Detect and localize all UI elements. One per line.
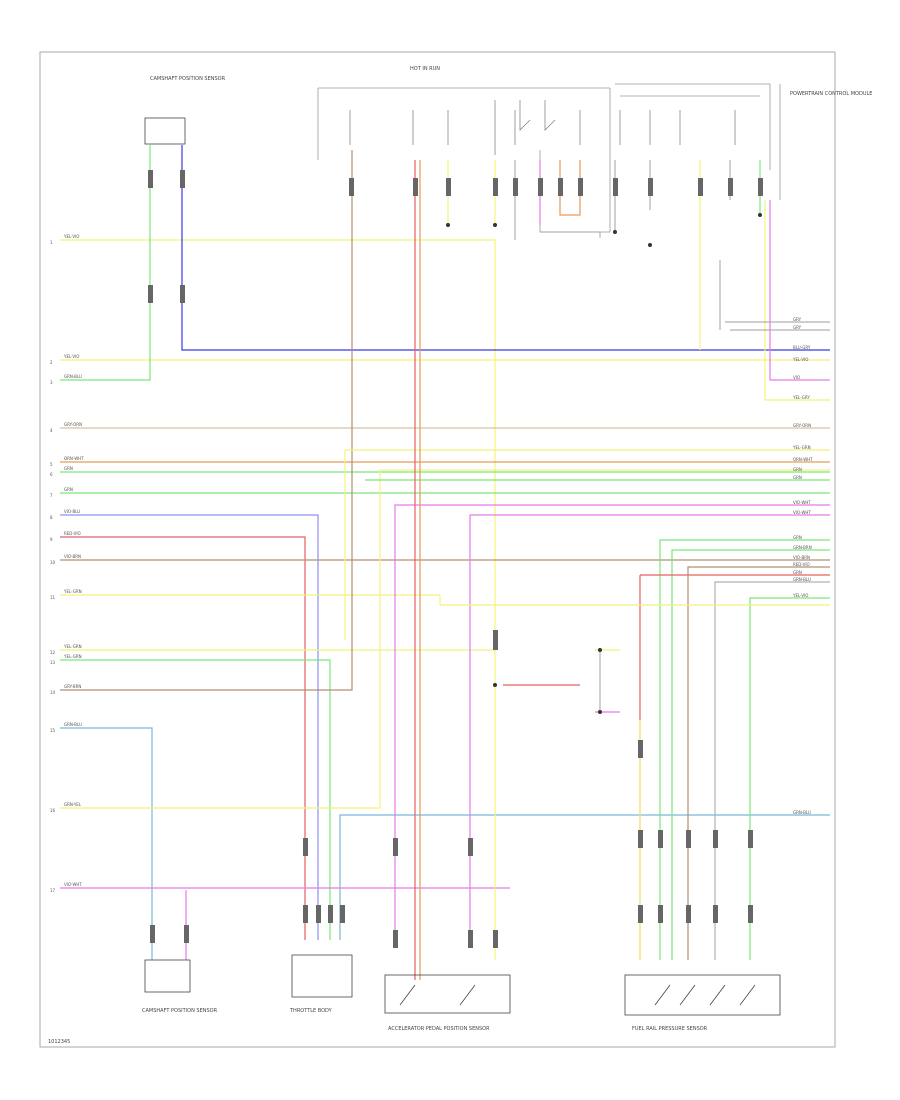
left-pin-number: 16	[50, 808, 56, 813]
left-wire-label: GRN	[64, 487, 73, 492]
left-pin-number: 4	[50, 428, 53, 433]
left-pin-number: 13	[50, 660, 56, 665]
svg-text:THROTTLE BODY: THROTTLE BODY	[289, 1008, 333, 1014]
fuse-block	[317, 83, 781, 238]
bottom-left-sensor: CAMSHAFT POSITION SENSOR	[142, 959, 218, 1014]
pedal-sensor: ACCELERATOR PEDAL POSITION SENSOR	[384, 974, 511, 1032]
left-wire-label: YEL-VIO	[63, 354, 79, 359]
right-wire-label: GRY	[793, 325, 802, 330]
right-wire-label: GRN-BLU	[793, 577, 811, 582]
right-wire-label: GRN-BLU	[793, 810, 811, 815]
right-wire-label: GRN	[793, 570, 802, 575]
svg-text:FUEL RAIL PRESSURE SENSOR: FUEL RAIL PRESSURE SENSOR	[632, 1026, 708, 1032]
left-pin-number: 7	[50, 493, 53, 498]
left-wire-label: GRN-YEL	[64, 802, 82, 807]
right-wire-label: ORN-WHT	[793, 457, 813, 462]
right-wire-label: VIO-WHT	[793, 500, 811, 505]
connector-marks	[148, 170, 763, 948]
right-wire-label: GRY	[793, 317, 802, 322]
fuel-rail-sensor: FUEL RAIL PRESSURE SENSOR	[624, 974, 781, 1032]
top-center-label: HOT IN RUN	[410, 66, 440, 72]
svg-text:ACCELERATOR PEDAL POSITION SEN: ACCELERATOR PEDAL POSITION SENSOR	[388, 1026, 490, 1032]
right-wire-label: GRN	[793, 535, 802, 540]
left-pin-number: 9	[50, 537, 53, 542]
horizontal-wires	[60, 145, 830, 960]
right-wire-label: VIO	[793, 375, 800, 380]
throttle-body: THROTTLE BODY	[289, 954, 353, 1014]
left-pin-number: 12	[50, 650, 56, 655]
left-wire-label: VIO-BRN	[64, 554, 81, 559]
footer-id: 1012345	[48, 1039, 70, 1045]
right-wire-label: YEL-VIO	[792, 593, 808, 598]
left-pin-number: 11	[50, 595, 56, 600]
left-pin-number: 15	[50, 728, 56, 733]
top-left-sensor-label: CAMSHAFT POSITION SENSOR	[150, 76, 226, 82]
right-wire-label: BLU-GRY	[793, 345, 811, 350]
left-pin-number: 14	[50, 690, 56, 695]
right-wire-label: YEL-GRY	[792, 395, 810, 400]
left-wire-label: VIO-WHT	[64, 882, 82, 887]
left-wire-label: YEL-GRN	[63, 644, 82, 649]
left-pin-number: 10	[50, 560, 56, 565]
fuse-tiles	[349, 100, 736, 155]
right-wire-label: YEL-GRN	[792, 445, 811, 450]
left-wire-labels: 1YEL-VIO2YEL-VIO3GRN-BLU4GRY-ORN5ORN-WHT…	[50, 234, 84, 893]
left-wire-label: ORN-WHT	[64, 456, 84, 461]
right-wire-label: VIO-BRN	[793, 555, 810, 560]
left-pin-number: 3	[50, 380, 53, 385]
right-wire-label: YEL-VIO	[792, 357, 808, 362]
right-wire-label: RED-VIO	[793, 562, 810, 567]
left-pin-number: 8	[50, 515, 53, 520]
diagram-frame	[39, 51, 836, 1048]
left-wire-label: VIO-BLU	[64, 509, 80, 514]
right-wire-label: VIO-WHT	[793, 510, 811, 515]
left-pin-number: 1	[50, 240, 53, 245]
right-wire-label: GRN	[793, 475, 802, 480]
left-wire-label: GRN	[64, 466, 73, 471]
left-wire-label: YEL-GRN	[63, 654, 82, 659]
right-wire-label: GRY-ORN	[793, 423, 811, 428]
left-pin-number: 2	[50, 360, 53, 365]
top-left-sensor: CAMSHAFT POSITION SENSOR	[144, 76, 226, 145]
right-wire-labels: GRY GRY BLU-GRY YEL-VIO VIO YEL-GRY GRY-ORN YEL…	[792, 317, 813, 815]
right-box-label: POWERTRAIN CONTROL MODULE	[790, 91, 872, 97]
left-wire-label: GRY-ORN	[64, 422, 82, 427]
left-wire-label: GRN-BLU	[64, 722, 82, 727]
left-pin-number: 17	[50, 888, 56, 893]
svg-text:CAMSHAFT POSITION SENSOR: CAMSHAFT POSITION SENSOR	[142, 1008, 218, 1014]
splice-points	[446, 213, 762, 714]
left-pin-number: 5	[50, 462, 53, 467]
left-wire-label: YEL-GRN	[63, 589, 82, 594]
right-wire-label: GRN	[793, 467, 802, 472]
left-wire-label: GRN-BLU	[64, 374, 82, 379]
vertical-wires	[185, 160, 761, 980]
left-wire-label: RED-VIO	[64, 531, 81, 536]
left-wire-label: YEL-VIO	[63, 234, 79, 239]
right-wire-label: GRN-BRN	[793, 545, 812, 550]
left-wire-label: GRY-BRN	[64, 684, 81, 689]
left-pin-number: 6	[50, 472, 53, 477]
